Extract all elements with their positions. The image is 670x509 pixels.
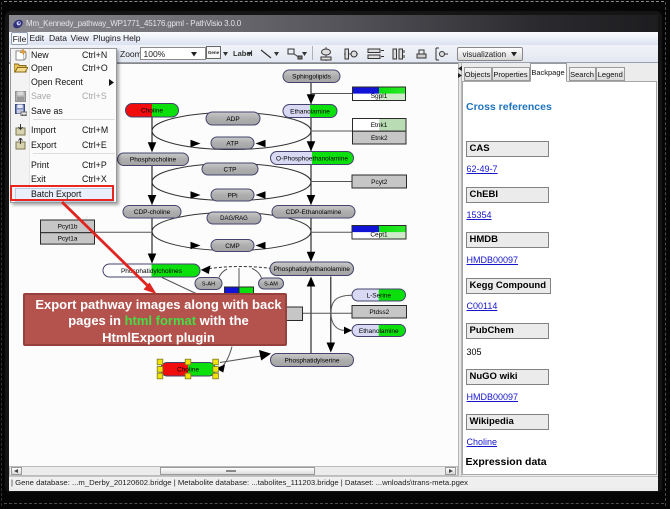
svg-text:Cept1: Cept1 bbox=[370, 231, 388, 238]
svg-text:Pcyt1b: Pcyt1b bbox=[58, 224, 78, 231]
svg-text:Choline: Choline bbox=[141, 108, 163, 115]
svg-text:Pcyt1a: Pcyt1a bbox=[58, 236, 78, 243]
svg-text:Choline: Choline bbox=[177, 367, 199, 374]
svg-text:Phosphatidylethanolamine: Phosphatidylethanolamine bbox=[274, 266, 351, 273]
svg-text:Pcyt2: Pcyt2 bbox=[371, 179, 388, 186]
svg-text:Ethanolamine: Ethanolamine bbox=[359, 328, 399, 335]
svg-text:Phosphatidylserine: Phosphatidylserine bbox=[285, 357, 340, 364]
svg-text:O-Phosphoethanolamine: O-Phosphoethanolamine bbox=[276, 155, 348, 162]
svg-text:Etnk2: Etnk2 bbox=[371, 135, 388, 142]
svg-text:S-AM: S-AM bbox=[264, 281, 278, 287]
svg-text:Ethanolamine: Ethanolamine bbox=[290, 108, 330, 115]
svg-text:Sgpl1: Sgpl1 bbox=[371, 93, 388, 100]
svg-text:ADP: ADP bbox=[226, 116, 239, 123]
svg-text:Phosphocholine: Phosphocholine bbox=[130, 157, 177, 164]
svg-text:Etnk1: Etnk1 bbox=[371, 122, 388, 129]
svg-text:ATP: ATP bbox=[226, 140, 238, 147]
svg-text:CMP: CMP bbox=[225, 243, 239, 250]
svg-text:S-AH: S-AH bbox=[202, 281, 215, 287]
svg-text:CTP: CTP bbox=[224, 166, 237, 173]
svg-text:Ptdss2: Ptdss2 bbox=[369, 309, 389, 316]
svg-text:PPi: PPi bbox=[227, 192, 237, 199]
svg-text:CDP-choline: CDP-choline bbox=[134, 209, 171, 216]
svg-text:L-Serine: L-Serine bbox=[366, 292, 391, 299]
svg-text:Phosphatidylcholines: Phosphatidylcholines bbox=[121, 268, 183, 275]
svg-text:CDP-Ethanolamine: CDP-Ethanolamine bbox=[286, 209, 342, 216]
svg-text:Sphingolipids: Sphingolipids bbox=[292, 74, 331, 81]
svg-text:DAG/RAG: DAG/RAG bbox=[220, 216, 248, 222]
